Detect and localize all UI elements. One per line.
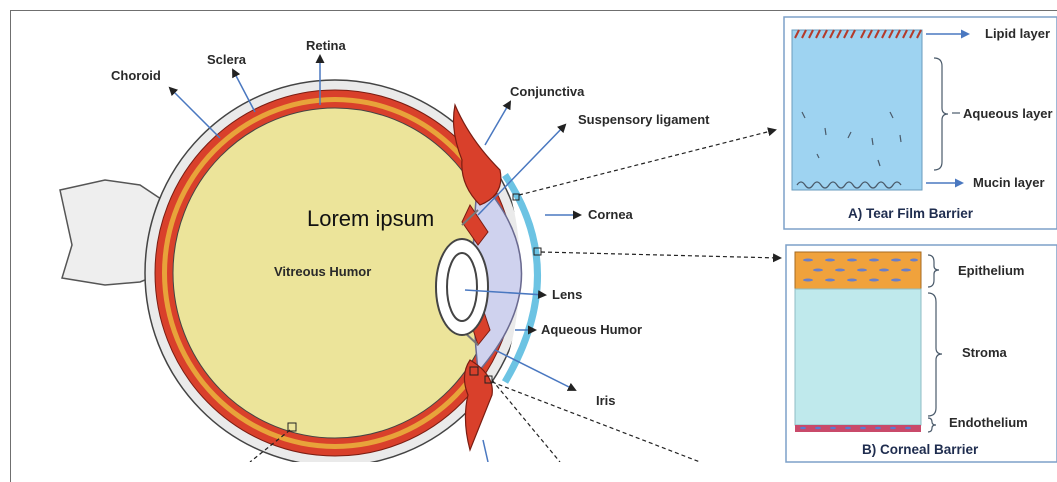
caption-corneal-barrier: B) Corneal Barrier [862,442,979,457]
label-aqueous-humor: Aqueous Humor [541,322,642,337]
label-mucin-layer: Mucin layer [973,175,1045,190]
caption-tear-film: A) Tear Film Barrier [848,206,974,221]
label-conjunctiva: Conjunctiva [510,84,585,99]
label-suspensory-ligament: Suspensory ligament [578,112,710,127]
label-stroma: Stroma [962,345,1008,360]
label-cornea: Cornea [588,207,634,222]
label-endothelium: Endothelium [949,415,1028,430]
label-epithelium: Epithelium [958,263,1024,278]
overlay-text: Lorem ipsum [307,206,434,231]
tear-film-panel: Lipid layer Aqueous layer Mucin layer A)… [784,17,1057,229]
label-lipid-layer: Lipid layer [985,26,1050,41]
label-lens: Lens [552,287,582,302]
label-sclera: Sclera [207,52,247,67]
label-aqueous-layer: Aqueous layer [963,106,1053,121]
label-iris: Iris [596,393,616,408]
corneal-panel: Epithelium Stroma Endothelium B) Corneal… [786,245,1057,462]
label-vitreous-humor: Vitreous Humor [274,264,371,279]
label-retina: Retina [306,38,347,53]
label-choroid: Choroid [111,68,161,83]
